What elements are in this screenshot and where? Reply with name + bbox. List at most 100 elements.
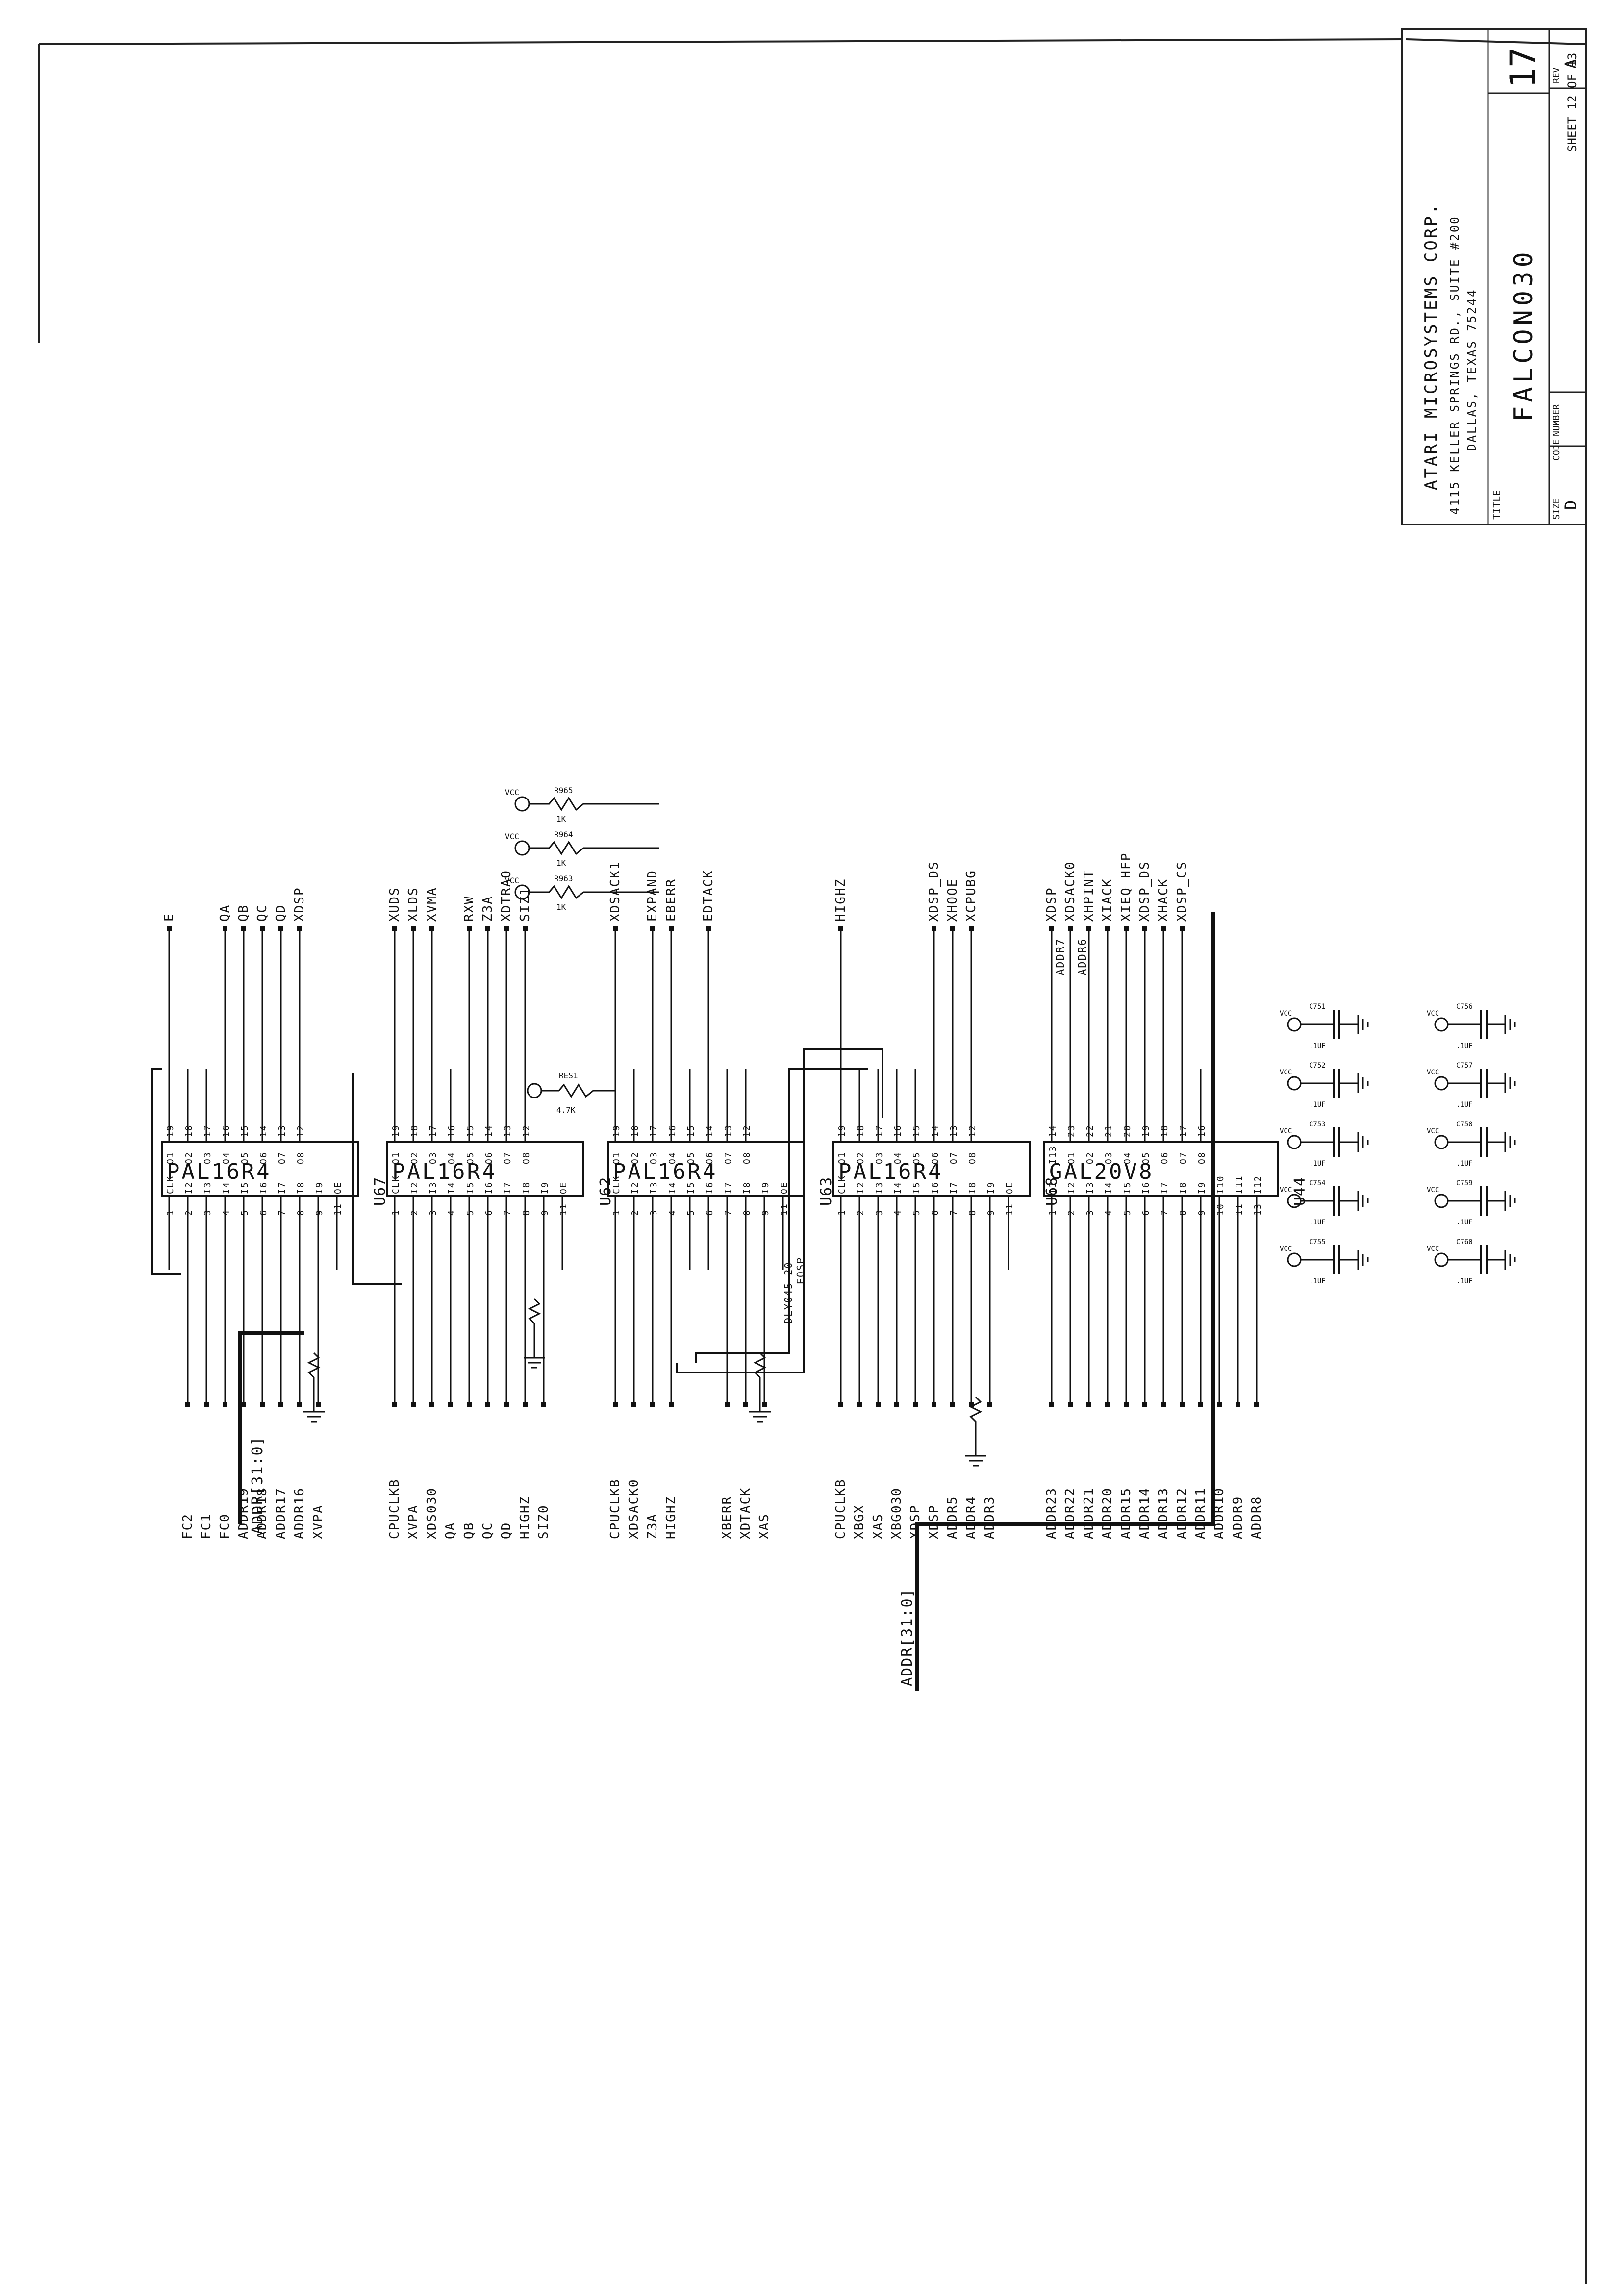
net-terminal — [725, 1402, 730, 1407]
pin-number: 11 — [779, 1203, 789, 1216]
net-label-addr12: ADDR12 — [1175, 1487, 1189, 1539]
net-label-xhack: XHACK — [1156, 878, 1171, 922]
cap-value: .1UF — [1309, 1219, 1326, 1226]
pin-name: I9 — [1197, 1181, 1207, 1194]
pin-name: I6 — [930, 1181, 940, 1194]
pin-number: 16 — [893, 1124, 903, 1137]
u63-note-1: DLY045 20 — [782, 1262, 794, 1323]
pin-number: 6 — [930, 1209, 940, 1216]
pin-name: I4 — [447, 1181, 457, 1194]
net-label-qd: QD — [274, 904, 288, 922]
net-terminal — [913, 1402, 918, 1407]
vcc-symbol — [514, 884, 530, 900]
pin-name: O3 — [202, 1151, 213, 1164]
cap-value: .1UF — [1456, 1042, 1473, 1050]
net-terminal — [613, 926, 618, 931]
gnd-2 — [749, 1352, 771, 1423]
resistor — [528, 1298, 541, 1358]
net-terminal — [1068, 926, 1073, 931]
pin-number: 19 — [391, 1124, 401, 1137]
pin-number: 18 — [184, 1124, 194, 1137]
net-label-fc2: FC2 — [180, 1513, 195, 1539]
pin-number: 2 — [630, 1209, 640, 1216]
pin-name: O1 — [391, 1151, 401, 1164]
cap-value: .1UF — [1456, 1277, 1473, 1285]
resistor-value: 1K — [556, 814, 566, 824]
pin-name: I3 — [428, 1181, 438, 1194]
net-terminal — [1161, 1402, 1166, 1407]
pin-number: 15 — [686, 1124, 696, 1137]
pin-name: O2 — [856, 1151, 866, 1164]
net-terminal — [1124, 1402, 1129, 1407]
pin-name: O2 — [184, 1151, 194, 1164]
title-block: ATARI MICROSYSTEMS CORP. 4115 KELLER SPR… — [1401, 28, 1587, 525]
vcc-symbol — [1287, 1252, 1302, 1267]
net-label-qa: QA — [443, 1522, 458, 1539]
vcc-label: VCC — [1280, 1245, 1292, 1253]
pin-name: I5 — [911, 1181, 922, 1194]
number-label: NUMBER — [1551, 404, 1562, 436]
net-terminal — [857, 1402, 862, 1407]
pin-number: 14 — [258, 1124, 269, 1137]
net-label-qb: QB — [462, 1522, 477, 1539]
company-address-1: 4115 KELLER SPRINGS RD., SUITE #200 — [1448, 215, 1462, 515]
pin-name: O3 — [1104, 1151, 1114, 1164]
chip-ref: U63 — [818, 1176, 835, 1206]
pin-name: I8 — [1178, 1181, 1188, 1194]
net-label-eberr: EBERR — [664, 878, 679, 922]
cap-ref: C754 — [1309, 1179, 1326, 1187]
net-label-fc1: FC1 — [199, 1513, 214, 1539]
net-label-addr20: ADDR20 — [1100, 1487, 1115, 1539]
net-terminal — [467, 926, 472, 931]
pin-name: O2 — [630, 1151, 640, 1164]
net-label-z3a: Z3A — [645, 1513, 660, 1539]
net-terminal — [1086, 1402, 1091, 1407]
net-label-xdspcs: XDSP_CS — [1175, 861, 1189, 922]
pin-number: 16 — [447, 1124, 457, 1137]
pin-name: I13 — [1048, 1145, 1058, 1164]
vcc-label: VCC — [505, 876, 519, 885]
pin-name: I3 — [1085, 1181, 1095, 1194]
net-label-qc: QC — [480, 1522, 495, 1539]
pin-name: CLK — [165, 1175, 176, 1194]
size-value: D — [1562, 500, 1580, 510]
pin-name: O4 — [447, 1151, 457, 1164]
net-label-xvpa: XVPA — [311, 1504, 326, 1539]
pin-number: 11 — [1234, 1203, 1244, 1216]
net-terminal — [429, 1402, 434, 1407]
vcc-symbol — [1434, 1194, 1449, 1208]
pin-name: CLK — [611, 1175, 622, 1194]
net-terminal — [204, 1402, 209, 1407]
net-label-cpuclkb: CPUCLKB — [608, 1478, 623, 1539]
pin-name: O8 — [521, 1151, 531, 1164]
pin-number: 17 — [202, 1124, 213, 1137]
net-label-highz: HIGHZ — [664, 1496, 679, 1539]
resistor — [307, 1352, 321, 1412]
cap-value: .1UF — [1456, 1160, 1473, 1168]
pin-name: O6 — [705, 1151, 715, 1164]
net-label-xas: XAS — [757, 1513, 772, 1539]
cap-ref: C757 — [1456, 1062, 1473, 1070]
net-terminal — [876, 1402, 881, 1407]
net-label-xdsp: XDSP — [1044, 887, 1059, 922]
vcc-symbol — [514, 796, 530, 812]
pin-number: 9 — [986, 1209, 996, 1216]
vcc-symbol — [1287, 1135, 1302, 1149]
net-label-fc0: FC0 — [218, 1513, 232, 1539]
cap-value: .1UF — [1309, 1042, 1326, 1050]
pin-name: O8 — [1197, 1151, 1207, 1164]
pin-number: 4 — [221, 1209, 231, 1216]
net-terminal — [762, 1402, 767, 1407]
chip-type: GAL20V8 — [1049, 1159, 1154, 1184]
net-label-xvpa: XVPA — [406, 1504, 421, 1539]
net-terminal — [1068, 1402, 1073, 1407]
pin-name: O5 — [465, 1151, 476, 1164]
pin-name: I4 — [221, 1181, 231, 1194]
net-label-xlds: XLDS — [406, 887, 421, 922]
net-label-xcpubg: XCPUBG — [964, 870, 979, 922]
vcc-symbol — [1287, 1017, 1302, 1032]
